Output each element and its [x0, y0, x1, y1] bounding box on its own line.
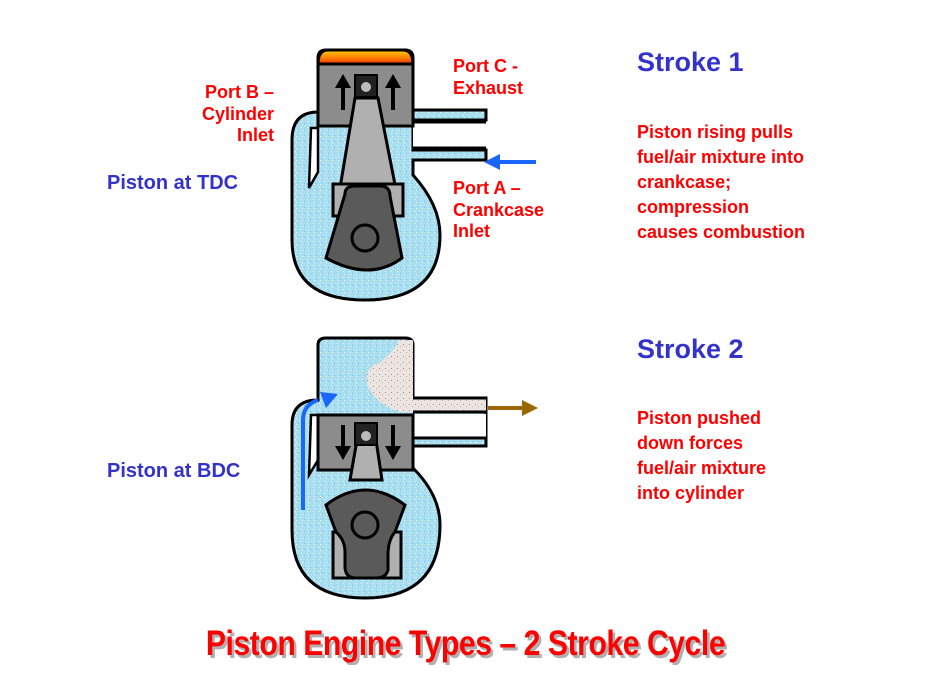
port-b-line: Inlet [236, 125, 274, 146]
stroke-1-description: Piston rising pulls fuel/air mixture int… [637, 120, 805, 245]
engine-tdc [290, 48, 536, 302]
piston-arrow-up-right [385, 74, 401, 110]
port-a-label: Port A – Crankcase Inlet [453, 178, 544, 243]
piston-state-bdc: Piston at BDC [107, 460, 241, 482]
port-a-line: Crankcase [453, 199, 545, 220]
description-line: into cylinder [637, 483, 745, 503]
description-line: fuel/air mixture into [637, 147, 805, 167]
port-a-line: Inlet [453, 221, 491, 242]
port-b-line: Port B – [204, 82, 274, 102]
piston-arrow-up-left [335, 74, 351, 110]
description-line: down forces [637, 433, 744, 453]
port-b-line: Cylinder [201, 103, 274, 124]
engine-bdc [290, 336, 538, 600]
piston-arrow-down-right [385, 425, 401, 460]
intake-arrow-left-icon [484, 154, 536, 170]
stroke-2-heading: Stroke 2 [637, 334, 744, 364]
stroke-2-description: Piston pushed down forces fuel/air mixtu… [637, 406, 766, 506]
port-b-label: Port B – Cylinder Inlet [170, 82, 274, 147]
description-line: Piston rising pulls [637, 122, 794, 142]
port-c-line: Exhaust [453, 77, 524, 98]
description-line: crankcase; [637, 172, 732, 192]
port-c-line: Port C - [453, 56, 518, 76]
description-line: causes combustion [637, 222, 806, 242]
exhaust-arrow-right-icon [488, 400, 538, 416]
slide-title: Piston Engine Types – 2 Stroke Cycle [205, 624, 726, 663]
piston-state-tdc: Piston at TDC [107, 172, 239, 194]
port-a-line: Port A – [453, 178, 521, 198]
piston-arrow-down-left [335, 425, 351, 460]
transfer-flow-arrow-icon [301, 392, 338, 510]
description-line: fuel/air mixture [637, 458, 767, 478]
port-white-channel [413, 414, 486, 438]
stroke-1-heading: Stroke 1 [637, 47, 744, 77]
port-c-exhaust-channel [413, 122, 486, 148]
exhaust-gas-cloud [366, 340, 486, 412]
description-line: Piston pushed [637, 408, 762, 428]
combustion-flame [316, 48, 415, 66]
port-b-transfer-passage [307, 126, 320, 189]
description-line: compression [637, 197, 750, 217]
port-c-label: Port C - Exhaust [453, 56, 523, 99]
